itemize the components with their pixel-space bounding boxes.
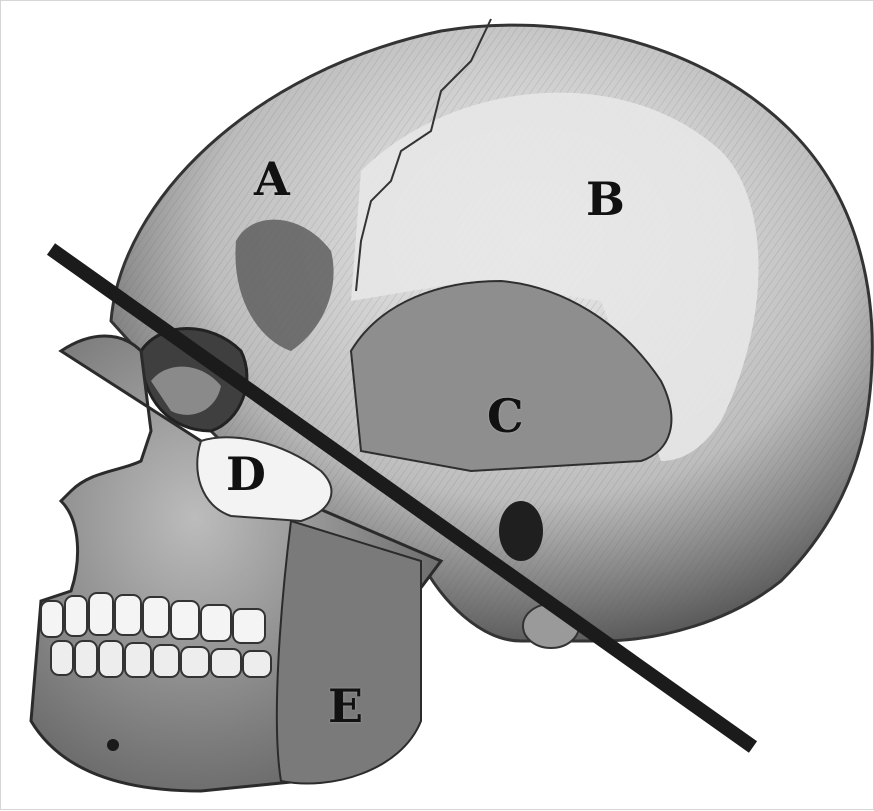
ear-canal — [499, 501, 543, 561]
label-e: E — [328, 683, 363, 729]
label-b: B — [586, 176, 625, 222]
label-c: C — [487, 393, 524, 439]
label-d: D — [226, 451, 266, 497]
label-a: A — [254, 156, 290, 202]
mandible-region — [277, 521, 421, 784]
mental-foramen — [107, 739, 119, 751]
